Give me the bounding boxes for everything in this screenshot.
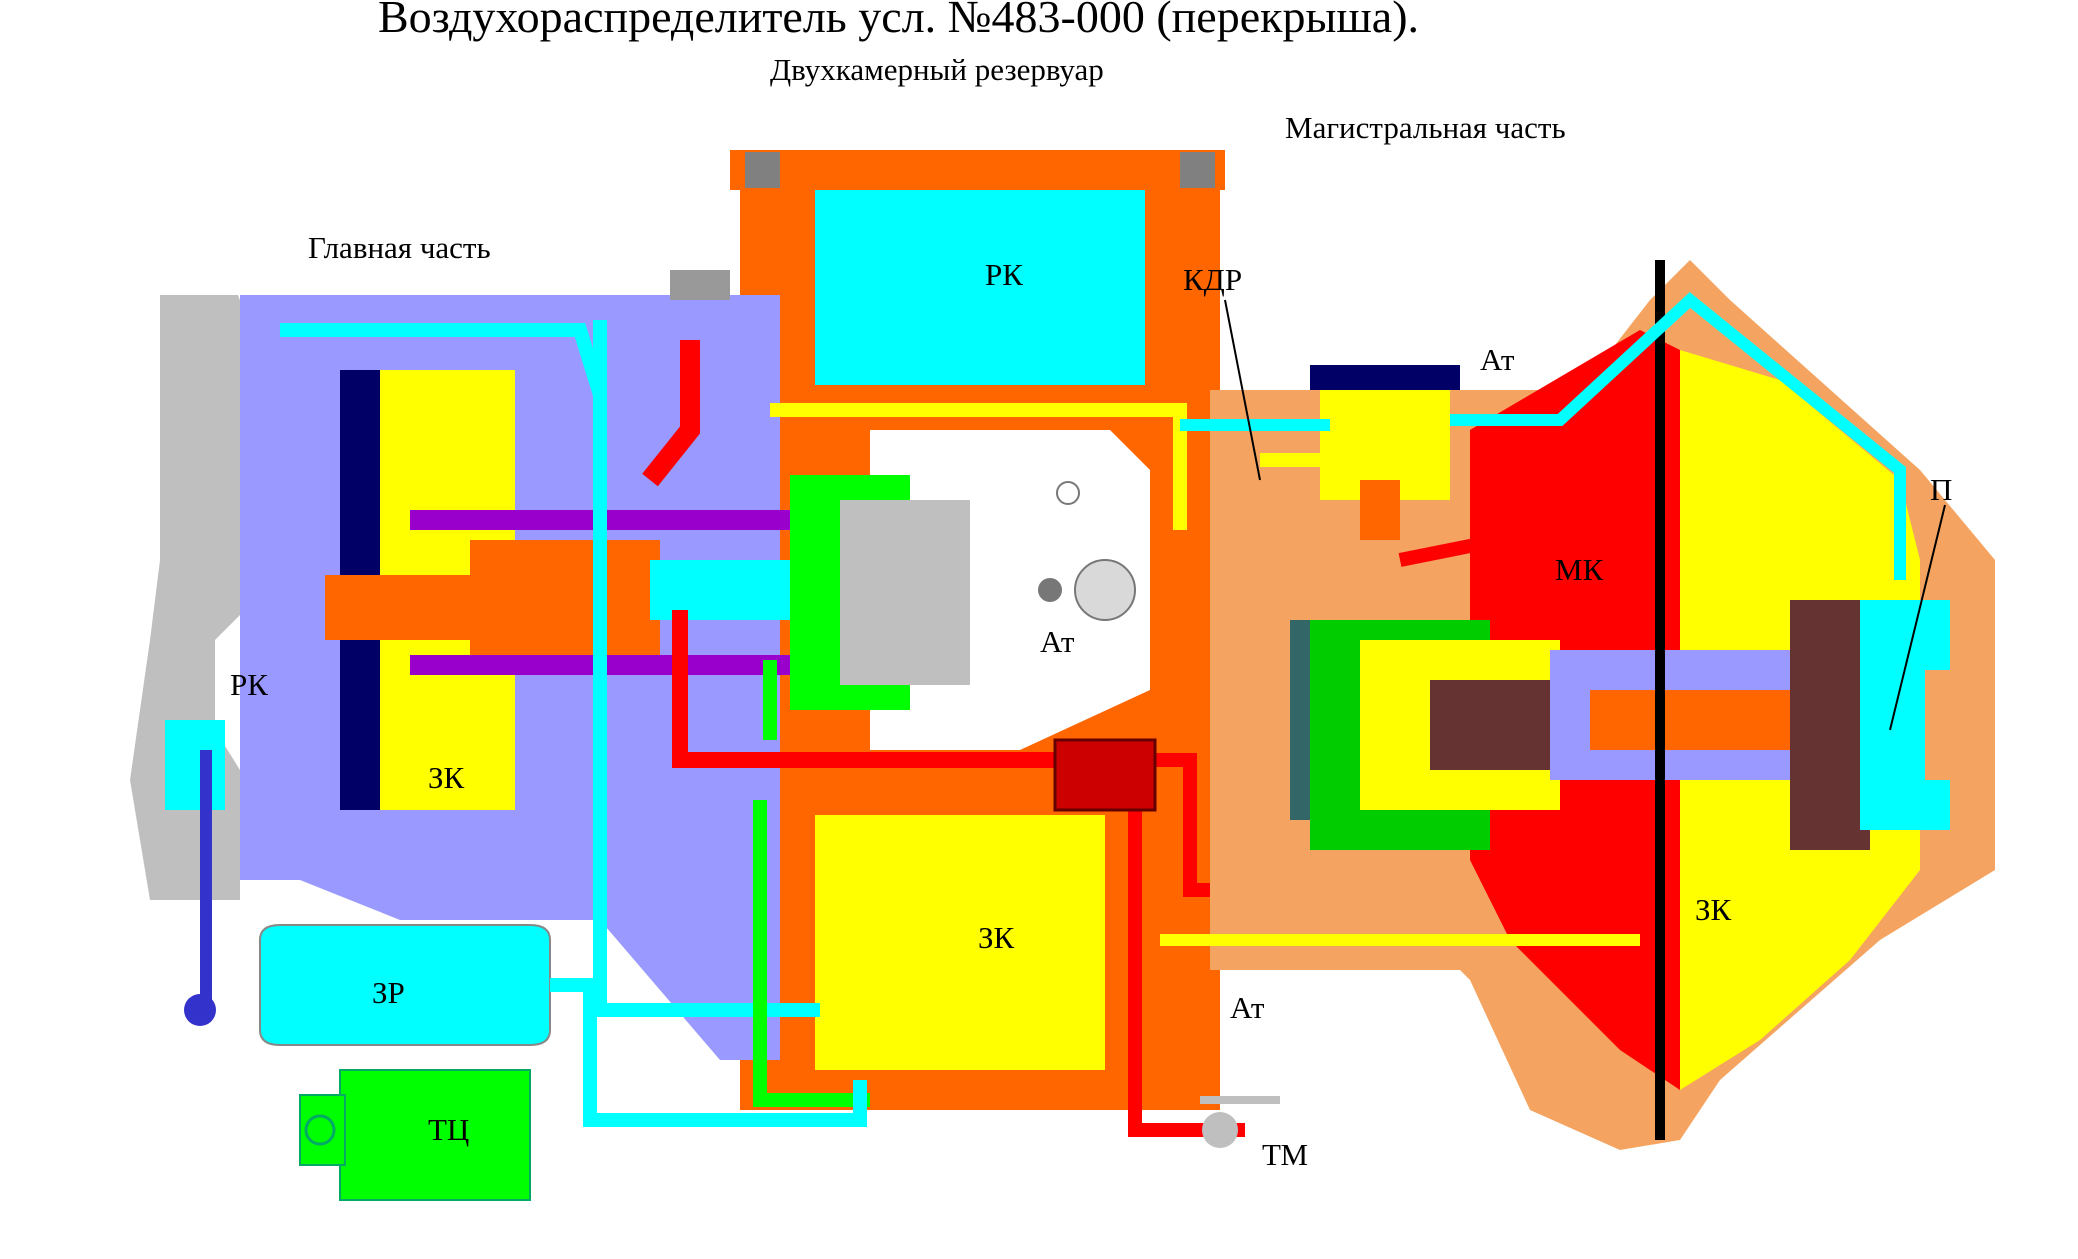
main-part bbox=[130, 270, 1187, 1107]
diagram-subtitle: Двухкамерный резервуар bbox=[770, 52, 1104, 87]
rk-chamber bbox=[815, 190, 1145, 385]
tm-label: ТМ bbox=[1262, 1137, 1308, 1172]
kdr-label: КДР bbox=[1183, 262, 1242, 297]
magistral-part-label: Магистральная часть bbox=[1285, 110, 1566, 145]
brake-cylinder bbox=[299, 1069, 531, 1201]
zk-label-center: ЗК bbox=[978, 920, 1015, 955]
two-chamber-reservoir bbox=[730, 150, 1225, 1110]
filter bbox=[1053, 738, 1157, 812]
magistral-part bbox=[1160, 260, 1995, 1150]
zk-label-left: ЗК bbox=[428, 760, 465, 795]
rk-label-top: РК bbox=[985, 257, 1023, 292]
at-label-center: Ат bbox=[1040, 624, 1075, 659]
zk-label-right: ЗК bbox=[1695, 892, 1732, 927]
zr-label: ЗР bbox=[372, 975, 405, 1010]
zk-chamber-center bbox=[815, 815, 1105, 1070]
auxiliary-reservoir bbox=[259, 924, 867, 1127]
rk-label-left: РК bbox=[230, 667, 268, 702]
main-part-label: Главная часть bbox=[308, 230, 491, 265]
tc-label: ТЦ bbox=[428, 1112, 469, 1147]
p-label: П bbox=[1930, 472, 1952, 507]
at-label-bottom: Ат bbox=[1230, 990, 1265, 1025]
diagram-title: Воздухораспределитель усл. №483-000 (пер… bbox=[378, 0, 1419, 42]
mk-label: МК bbox=[1555, 552, 1604, 587]
at-label-top: Ат bbox=[1480, 342, 1515, 377]
